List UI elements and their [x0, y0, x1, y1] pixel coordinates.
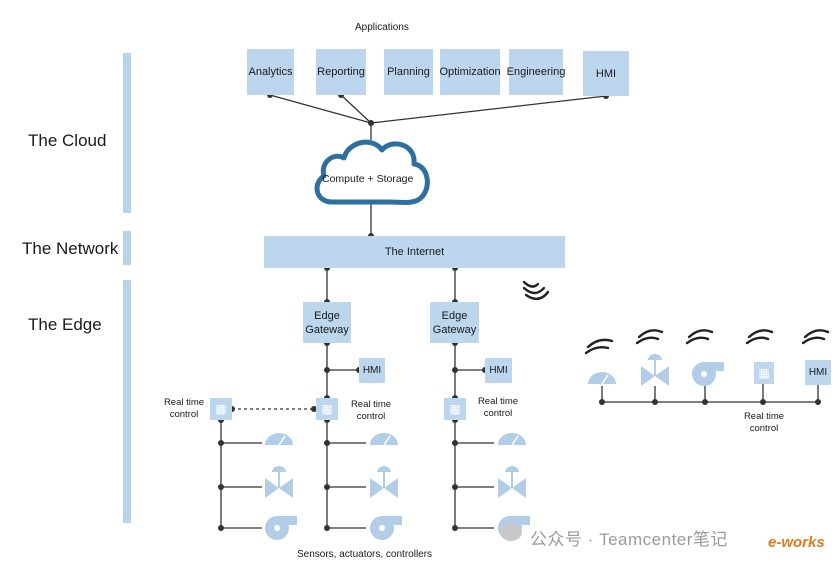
layer-label-edge: The Edge [28, 315, 102, 334]
brand-logo: e-works [768, 534, 825, 551]
controller-icon: ▦ [444, 398, 466, 420]
controller-icon: ▦ [754, 362, 774, 384]
layer-label-network: The Network [22, 239, 119, 258]
hmi-node-2: HMI [485, 358, 512, 383]
network-layer-bar [123, 231, 131, 265]
app-optimization: Optimization [439, 49, 501, 95]
watermark-text: 公众号 · Teamcenter笔记 [530, 530, 728, 549]
rt-control-label-1: Real time control [163, 397, 205, 420]
app-planning: Planning [384, 49, 433, 95]
controller-icon: ▦ [210, 398, 232, 420]
cloud-icon [314, 139, 430, 205]
rt-control-label-2: Real time control [350, 399, 392, 422]
cloud-label: Compute + Storage [322, 173, 414, 185]
rt-control-label-3: Real time control [477, 396, 519, 419]
edge-gateway-2: Edge Gateway [430, 302, 479, 343]
sensors-label: Sensors, actuators, controllers [297, 549, 433, 560]
rt-control-label-4: Real time control [743, 411, 785, 434]
hmi-node-3: HMI [805, 360, 831, 385]
controller-icon: ▦ [316, 398, 338, 420]
app-reporting: Reporting [316, 49, 366, 95]
applications-title: Applications [355, 22, 409, 33]
cloud-layer-bar [123, 53, 131, 213]
app-engineering: Engineering [507, 49, 565, 95]
layer-label-cloud: The Cloud [28, 131, 107, 150]
edge-gateway-1: Edge Gateway [303, 302, 351, 343]
internet-bar: The Internet [264, 236, 565, 268]
app-hmi: HMI [583, 51, 629, 96]
wechat-icon [500, 523, 522, 541]
edge-layer-bar [123, 280, 131, 523]
hmi-node-1: HMI [359, 358, 385, 383]
app-analytics: Analytics [247, 49, 294, 95]
